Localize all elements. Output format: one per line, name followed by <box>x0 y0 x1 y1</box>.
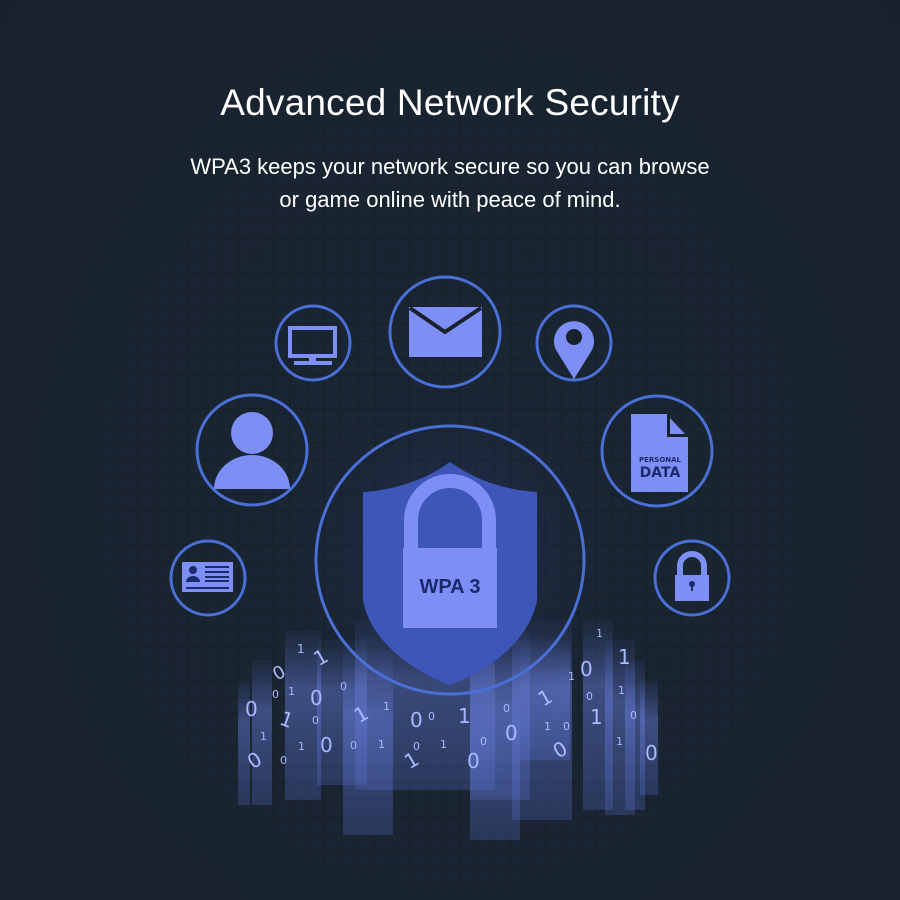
svg-text:0: 0 <box>563 720 570 733</box>
svg-text:1: 1 <box>260 730 267 743</box>
subtitle-line-2: or game online with peace of mind. <box>279 187 621 212</box>
personal-data-label-top: PERSONAL <box>639 456 682 464</box>
svg-text:0: 0 <box>312 714 319 727</box>
svg-text:0: 0 <box>350 739 357 752</box>
svg-text:1: 1 <box>288 685 295 698</box>
svg-text:0: 0 <box>503 702 510 715</box>
envelope-icon <box>388 275 502 389</box>
svg-text:1: 1 <box>298 740 305 753</box>
svg-text:1: 1 <box>544 720 551 733</box>
center-shield-group: WPA 3 <box>314 424 586 696</box>
svg-text:1: 1 <box>618 684 625 697</box>
wpa3-label: WPA 3 <box>419 576 480 598</box>
svg-text:1: 1 <box>383 700 390 713</box>
page-subtitle: WPA3 keeps your network secure so you ca… <box>0 150 900 216</box>
location-pin-icon <box>535 304 613 382</box>
svg-text:1: 1 <box>568 670 575 683</box>
subtitle-line-1: WPA3 keeps your network secure so you ca… <box>190 154 710 179</box>
svg-text:1: 1 <box>440 738 447 751</box>
lock-shackle <box>404 474 496 550</box>
svg-text:0: 0 <box>428 710 435 723</box>
personal-data-document-icon: PERSONAL DATA <box>600 394 714 508</box>
svg-text:0: 0 <box>245 697 258 721</box>
padlock-icon <box>653 539 731 617</box>
user-icon <box>195 393 309 507</box>
lock-body <box>403 548 497 628</box>
svg-text:0: 0 <box>280 754 287 767</box>
svg-text:1: 1 <box>297 642 305 656</box>
svg-text:0: 0 <box>480 735 487 748</box>
personal-data-label-bottom: DATA <box>640 465 681 481</box>
svg-text:0: 0 <box>310 686 323 710</box>
svg-text:0: 0 <box>630 709 637 722</box>
svg-text:0: 0 <box>272 688 279 701</box>
svg-text:1: 1 <box>618 645 631 669</box>
svg-text:0: 0 <box>413 740 420 753</box>
svg-text:1: 1 <box>596 627 603 640</box>
svg-text:1: 1 <box>590 705 603 729</box>
svg-text:0: 0 <box>340 680 347 693</box>
svg-text:1: 1 <box>616 735 623 748</box>
center-ring <box>314 424 586 696</box>
svg-text:0: 0 <box>586 690 593 703</box>
id-card-icon <box>169 539 247 617</box>
svg-text:0: 0 <box>505 721 518 745</box>
monitor-icon <box>274 304 352 382</box>
svg-text:0: 0 <box>467 749 480 773</box>
page-title: Advanced Network Security <box>220 82 680 123</box>
svg-text:0: 0 <box>580 657 593 681</box>
svg-text:0: 0 <box>320 733 333 757</box>
svg-text:1: 1 <box>378 738 385 751</box>
svg-text:1: 1 <box>458 704 471 728</box>
svg-text:0: 0 <box>645 741 658 765</box>
svg-text:0: 0 <box>410 708 423 732</box>
